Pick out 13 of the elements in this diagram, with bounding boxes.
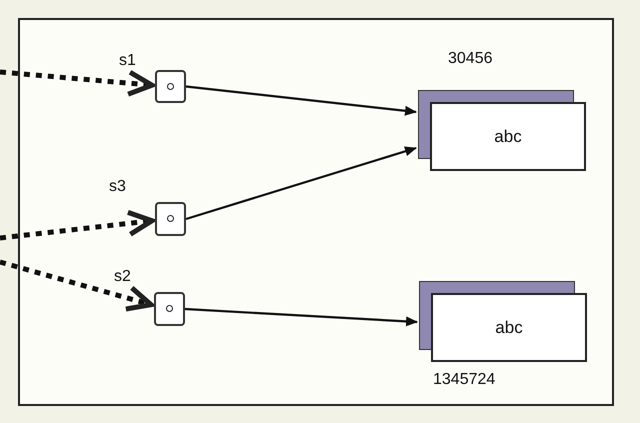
variable-label: s2 [114,268,131,286]
arrow [186,85,417,116]
dashed-arrow [0,260,154,312]
variable-label: s1 [119,52,136,70]
record-text: abc [495,318,523,338]
address-label: 30456 [448,50,492,68]
dashed-arrow [0,210,154,240]
record-text: abc [494,126,522,146]
variable-label: s3 [109,178,126,196]
arrow [184,308,418,326]
address-label: 1345724 [433,371,496,389]
dashed-arrow [0,70,154,97]
arrow [186,146,417,220]
